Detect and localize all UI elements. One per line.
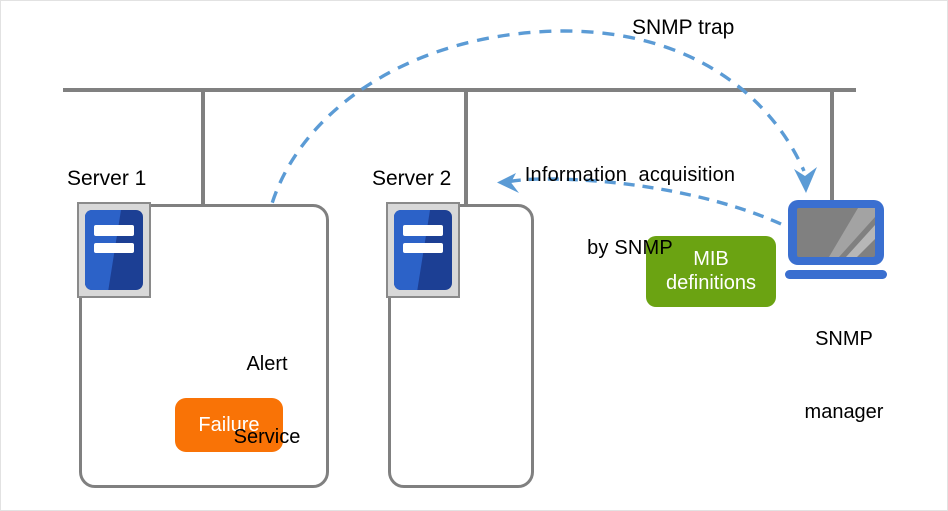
- info-acquisition-line2: by SNMP: [587, 236, 673, 259]
- server-icon-body: [394, 210, 452, 290]
- snmp-trap-label: SNMP trap: [632, 16, 735, 39]
- server-icon: [77, 202, 151, 298]
- arrow-info-acquisition: [497, 173, 782, 226]
- info-acquisition-label: Information acquisition by SNMP: [514, 114, 746, 309]
- server-icon-slot-2: [94, 242, 134, 254]
- snmp-manager-line1: SNMP: [815, 327, 873, 350]
- mib-label-line1: MIB: [693, 247, 729, 270]
- info-acquisition-line1: Information acquisition: [524, 163, 736, 186]
- server-icon-slot-1: [403, 225, 443, 236]
- server-icon: [386, 202, 460, 298]
- alert-service-label: Alert Service: [214, 303, 320, 498]
- monitor-icon: [785, 200, 887, 279]
- network-backbone: [63, 88, 856, 206]
- server1-label: Server 1: [67, 167, 147, 190]
- snmp-manager-line2: manager: [804, 400, 884, 423]
- server-icon-slot-1: [94, 225, 134, 236]
- failure-label: Failure: [198, 413, 260, 436]
- snmp-manager-label: SNMP manager: [788, 278, 900, 473]
- mib-label-line2: definitions: [665, 271, 757, 294]
- mib-definitions-box: MIB definitions: [646, 236, 776, 307]
- arrow-snmp-trap: [265, 29, 817, 224]
- server-icon-body: [85, 210, 143, 290]
- alert-service-line1: Alert: [246, 352, 288, 375]
- server2-label: Server 2: [372, 167, 452, 190]
- server-icon-slot-2: [403, 242, 443, 254]
- failure-badge: Failure: [175, 398, 283, 452]
- alert-service-line2: Service: [233, 425, 301, 448]
